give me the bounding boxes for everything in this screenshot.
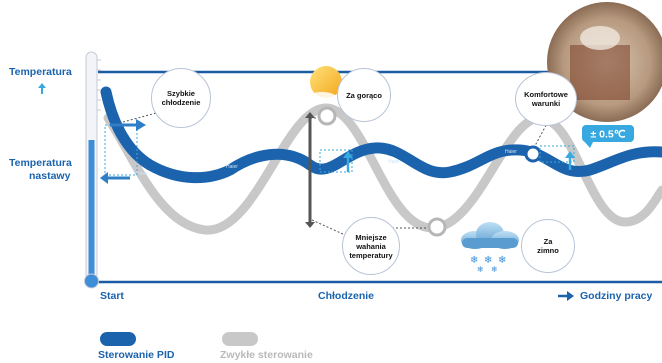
wave-tag-1: Haier	[136, 171, 148, 177]
operating-hours-label: Godziny pracy	[580, 290, 653, 302]
wave-tag-3: Haier	[388, 159, 400, 165]
setpoint-label-line2: nastawy	[29, 170, 71, 182]
arrow-up-icon	[38, 83, 46, 94]
regular-legend-swatch	[222, 332, 258, 346]
regular-control-curve	[103, 103, 662, 235]
smaller-fluctuation-line3: temperatury	[349, 250, 393, 260]
pid-control-curve	[100, 86, 662, 184]
tolerance-badge: ± 0.5℃	[582, 125, 634, 148]
thermometer-icon	[84, 51, 101, 289]
pid-legend-swatch	[100, 332, 136, 346]
setpoint-temperature-label: Temperatura nastawy	[9, 157, 72, 183]
peak-marker	[317, 106, 337, 126]
comfort-line1: Komfortowe	[524, 90, 568, 99]
smaller-fluctuation-line2: wahania	[356, 241, 386, 251]
too-cold-line1: Za	[543, 237, 553, 246]
too-cold-bubble: Za zimno	[521, 219, 575, 273]
start-label: Start	[100, 290, 124, 302]
comfort-line2: warunki	[531, 99, 561, 108]
regular-legend-label: Zwykłe sterowanie	[220, 349, 313, 361]
svg-text:❄: ❄	[491, 265, 498, 274]
trough-marker	[427, 217, 447, 237]
wave-tag-4: Haier	[505, 149, 517, 155]
tolerance-markers	[539, 145, 575, 170]
setpoint-label-line1: Temperatura	[9, 157, 72, 169]
svg-text:❄: ❄	[484, 255, 492, 266]
comfort-bubble: Komfortowe warunki	[515, 72, 577, 126]
fluctuation-range-bar	[305, 112, 353, 228]
smaller-fluctuation-line1: Mniejsze	[355, 232, 387, 242]
smaller-fluctuation-bubble: Mniejsze wahania temperatury	[342, 217, 400, 275]
top-temperature-label: Temperatura	[9, 66, 72, 78]
fast-cooling-bubble: Szybkie chłodzenie	[151, 68, 211, 128]
fast-cooling-line1: Szybkie	[167, 89, 195, 98]
fast-cooling-line2: chłodzenie	[161, 98, 201, 107]
snow-cloud-icon: ❄ ❄ ❄ ❄ ❄	[461, 222, 519, 274]
svg-text:❄: ❄	[470, 255, 478, 266]
too-cold-line2: zimno	[537, 246, 559, 255]
too-hot-bubble: Za gorąco	[337, 68, 391, 122]
too-hot-text: Za gorąco	[346, 90, 382, 100]
tolerance-text: ± 0.5℃	[590, 129, 625, 141]
fast-cooling-markers	[100, 119, 146, 184]
svg-text:❄: ❄	[498, 255, 506, 266]
cooling-label: Chłodzenie	[318, 290, 375, 302]
sun-icon	[308, 66, 342, 102]
wave-tag-2: Haier	[226, 164, 238, 170]
svg-text:❄: ❄	[477, 265, 484, 274]
pid-legend-label: Sterowanie PID	[98, 349, 175, 361]
arrow-right-icon	[558, 291, 574, 301]
comfort-marker	[524, 145, 542, 163]
